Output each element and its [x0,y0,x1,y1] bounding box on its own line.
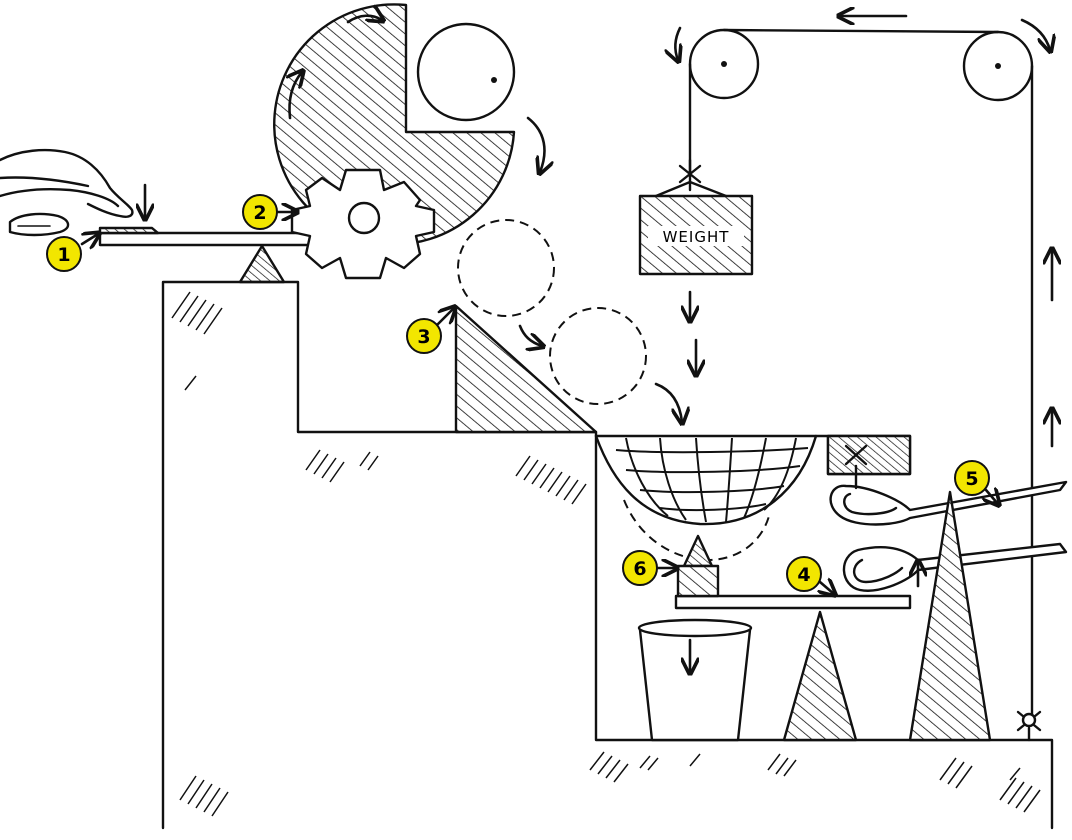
knot-top [678,158,702,192]
ball-path-arrow-2 [654,382,682,422]
fulcrum-1 [238,244,286,284]
step-badge-2: 2 [242,194,278,230]
svg-text:1: 1 [57,244,70,266]
ramp-block [454,304,598,434]
svg-text:2: 2 [253,202,266,224]
lever-4 [674,594,912,610]
svg-text:4: 4 [797,564,810,586]
pulley-left-arrow [675,26,680,60]
wheel-rotate-arrow-left [290,72,303,120]
knot-net [844,444,868,466]
weight-block: WEIGHT [638,180,754,276]
knot-bottom [1016,710,1042,742]
svg-text:3: 3 [417,326,430,348]
tall-spike [908,490,992,742]
svg-text:6: 6 [633,558,646,580]
staircase-structure [161,280,1054,830]
step-badge-6: 6 [622,550,658,586]
step-badge-1: 1 [46,236,82,272]
step-badge-3: 3 [406,318,442,354]
fulcrum-2 [782,610,858,742]
ball-path-2 [549,307,647,405]
pointer-4 [820,582,834,594]
hand-icon [0,148,134,237]
step-badge-5: 5 [954,460,990,496]
gear-icon [290,168,436,280]
svg-text:5: 5 [965,468,978,490]
pointer-5 [986,490,998,504]
ball-path-arrow-1 [518,324,542,346]
lever-1 [98,226,316,247]
ball-path-1 [457,219,555,317]
pointer-3 [436,308,454,326]
ball-roll-arrow [526,116,544,172]
ball-pivot [491,77,497,83]
wheel-rotate-arrow [346,16,382,22]
pointer-1 [80,234,98,244]
ball-top [416,22,516,122]
step-badge-4: 4 [786,556,822,592]
weight-label: WEIGHT [663,228,730,246]
rope [688,28,1034,718]
pyramid-object [676,534,720,598]
structure-hatching [171,291,1041,817]
net [594,434,912,526]
pulley-right-arrow [1020,18,1050,50]
bucket [637,618,753,742]
